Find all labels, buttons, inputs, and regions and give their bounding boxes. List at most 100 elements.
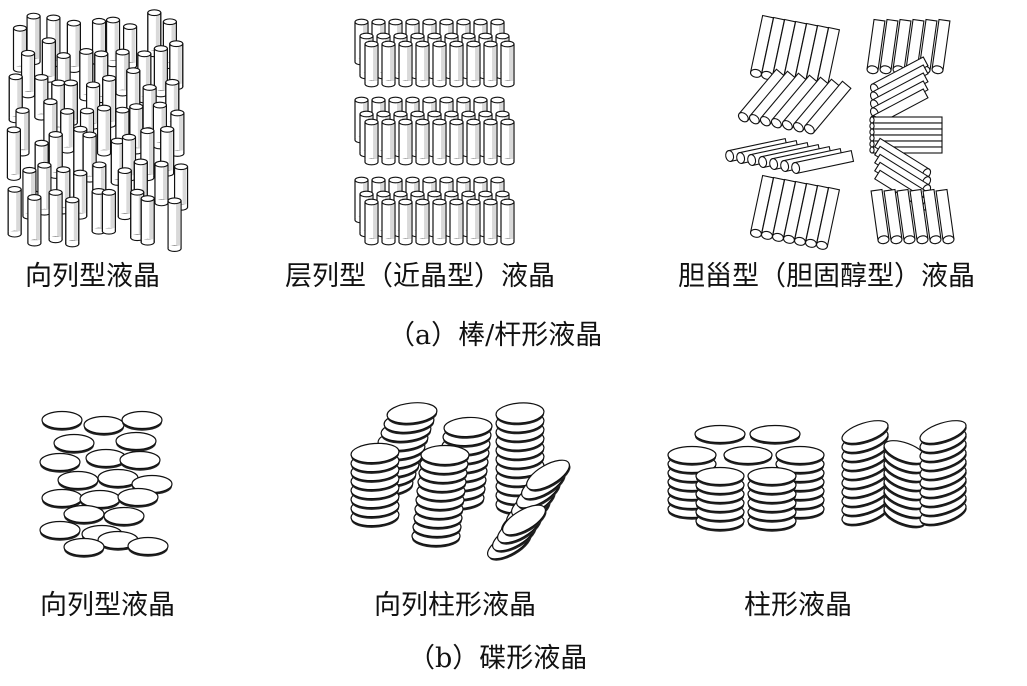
section-b-caption: （b）碟形液晶 — [408, 643, 588, 674]
rod — [101, 188, 116, 235]
rod — [781, 76, 830, 131]
rod — [398, 198, 413, 246]
section-a-caption: （a）棒/杆形液晶 — [388, 320, 603, 351]
rod — [364, 198, 379, 246]
rod — [117, 167, 132, 221]
disc — [121, 410, 163, 431]
disc — [386, 402, 438, 426]
rod — [782, 180, 808, 244]
disc — [57, 470, 99, 491]
rod — [20, 49, 36, 99]
disc-column — [841, 420, 889, 527]
rod — [364, 40, 379, 88]
rod — [500, 198, 515, 246]
disc-column — [723, 445, 773, 466]
rod — [432, 40, 447, 88]
rod — [869, 116, 943, 124]
disc — [350, 442, 400, 465]
disc — [749, 424, 801, 445]
disc — [723, 445, 773, 466]
disc-column — [919, 420, 967, 527]
rod — [804, 184, 830, 248]
disc — [667, 445, 717, 466]
disc — [919, 420, 967, 446]
disc-column — [487, 504, 547, 561]
rod — [7, 185, 22, 238]
rod — [483, 118, 498, 166]
rod — [500, 118, 515, 166]
rod — [815, 186, 841, 250]
rod — [154, 160, 169, 207]
rod — [931, 18, 951, 75]
disc — [495, 402, 545, 426]
panel-b3-label: 柱形液晶 — [744, 590, 852, 621]
rod — [398, 118, 413, 166]
rod — [415, 40, 430, 88]
smectic-rod-illustration — [354, 18, 515, 246]
rod — [152, 101, 167, 150]
rod — [6, 126, 21, 181]
panel-a2-label: 层列型（近晶型）液晶 — [285, 261, 555, 292]
disc-column — [411, 444, 470, 548]
panel-b2-label: 向列柱形液晶 — [374, 590, 536, 621]
rod — [415, 198, 430, 246]
disc — [747, 466, 797, 487]
disc-column — [694, 424, 746, 445]
disc — [694, 424, 746, 445]
disc — [41, 488, 83, 509]
disc — [420, 444, 470, 467]
rod — [432, 118, 447, 166]
rod — [167, 197, 182, 252]
disc — [695, 466, 745, 487]
disc — [63, 537, 105, 558]
rod — [41, 37, 56, 83]
panel-b1-label: 向列型液晶 — [40, 590, 175, 621]
rod — [870, 188, 890, 245]
disc-column — [749, 424, 801, 445]
rod — [140, 195, 155, 246]
rod — [364, 118, 379, 166]
rod — [27, 194, 42, 247]
disc — [63, 504, 105, 525]
disc — [117, 487, 159, 508]
rod — [500, 40, 515, 88]
rod — [381, 118, 396, 166]
disc — [119, 450, 161, 471]
rod — [12, 24, 28, 73]
disc — [97, 468, 139, 489]
rod — [398, 40, 413, 88]
rod — [922, 188, 942, 245]
rod — [935, 188, 955, 245]
disc-column — [883, 440, 927, 529]
rod — [22, 166, 37, 220]
disc — [39, 520, 81, 541]
rod — [96, 104, 112, 157]
disc — [85, 448, 127, 469]
rod — [432, 198, 447, 246]
disc-column — [350, 442, 400, 528]
nematic-rod-illustration — [6, 9, 189, 252]
disc — [775, 445, 825, 466]
panel-a1-label: 向列型液晶 — [25, 261, 160, 292]
rod — [866, 18, 886, 75]
rod — [66, 19, 81, 73]
rod — [909, 188, 929, 245]
disc — [83, 415, 125, 436]
rod — [65, 196, 80, 248]
rod — [803, 80, 852, 135]
rod — [883, 188, 903, 245]
nematic-disc-illustration — [39, 410, 173, 558]
rod — [869, 122, 943, 130]
cholesteric-rod-illustration — [725, 14, 955, 250]
rod — [770, 74, 819, 129]
rod — [449, 118, 464, 166]
rod — [466, 118, 481, 166]
disc-column — [695, 466, 745, 532]
rod — [466, 198, 481, 246]
disc — [103, 506, 145, 527]
panel-a3-label: 胆甾型（胆固醇型）液晶 — [678, 261, 975, 292]
rod — [381, 198, 396, 246]
rod — [879, 18, 899, 75]
